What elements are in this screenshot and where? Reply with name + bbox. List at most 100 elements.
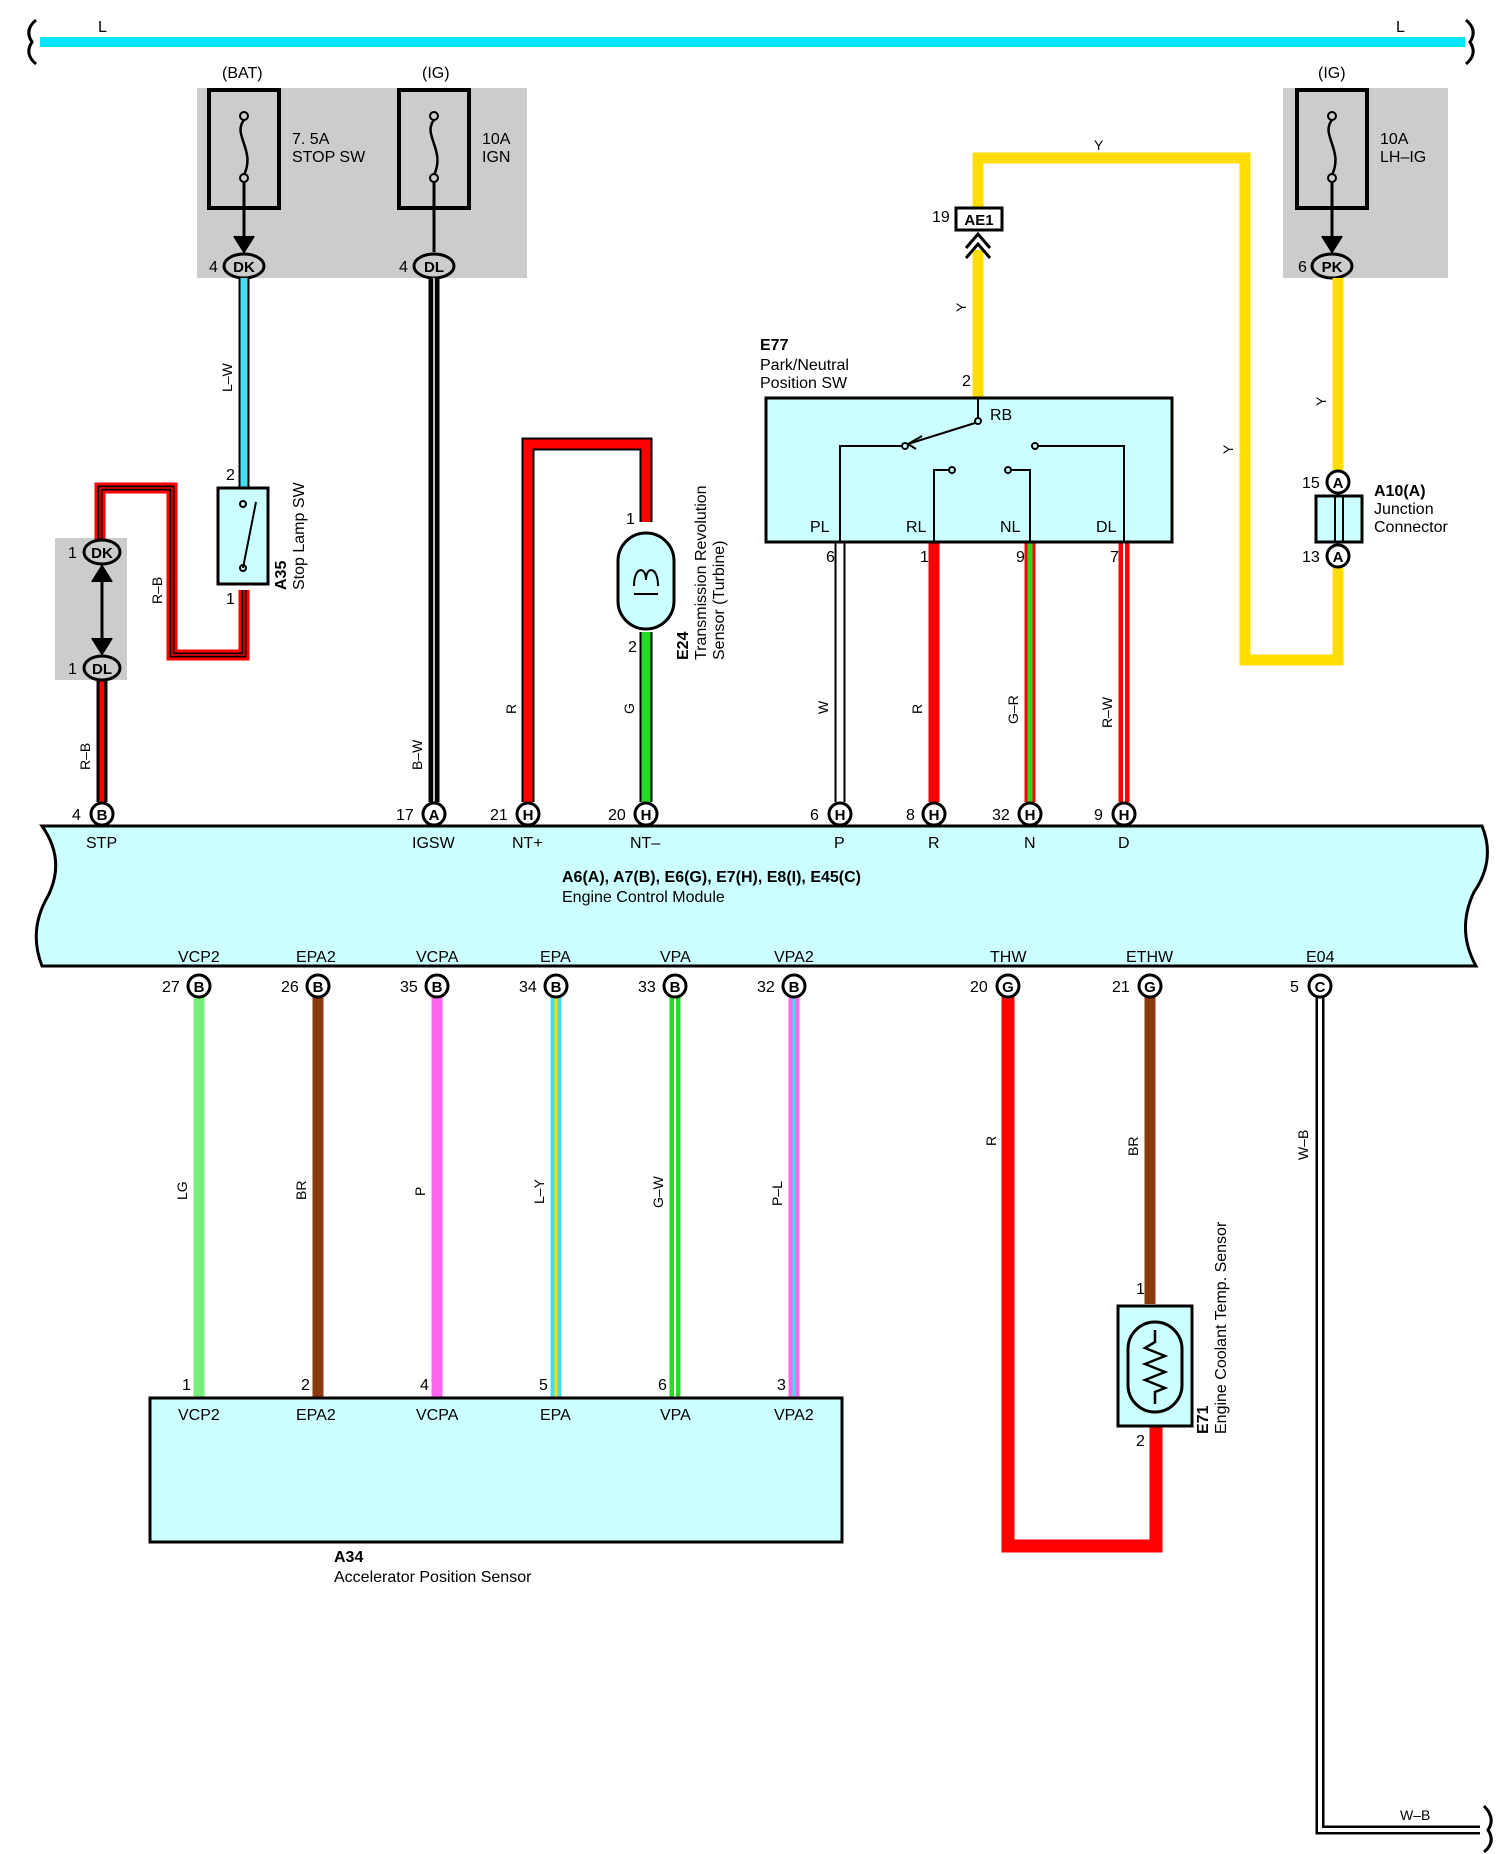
e77-out-label-rl: RL [906, 519, 927, 536]
a34-pin-vpa: 6 [658, 1377, 667, 1394]
e71-name: Engine Coolant Temp. Sensor [1213, 1221, 1230, 1434]
terminal-conn: G [1144, 979, 1156, 996]
fuse-source-label: (IG) [422, 65, 450, 82]
component-ecm: A6(A), A7(B), E6(G), E7(H), E8(I), E45(C… [34, 824, 1489, 968]
terminal-pin: 20 [970, 979, 988, 996]
bus-left-label: L [98, 19, 107, 36]
wire-label: W–B [1295, 1130, 1311, 1160]
terminal-label: NT– [630, 835, 660, 852]
connector-pin: 1 [68, 661, 77, 678]
e71-id: E71 [1195, 1405, 1212, 1434]
wire-label: Y [1094, 137, 1104, 153]
fuse-pin: 4 [209, 259, 218, 276]
fuse-name: IGN [482, 149, 510, 166]
ecm-terminal-vpa2: VPA2 32 B [757, 949, 814, 999]
terminal-label: STP [86, 835, 117, 852]
ecm-terminal-igsw: 17 A IGSW [396, 801, 456, 852]
ecm-terminal-e04: E04 5 C [1290, 949, 1335, 999]
ecm-terminal-r: 8 H R [906, 801, 947, 852]
e77-rb: RB [990, 407, 1012, 424]
connector-label: DK [91, 545, 113, 562]
e77-out-pin-rl: 1 [920, 549, 929, 566]
terminal-conn: B [432, 979, 443, 996]
terminal-label: N [1024, 835, 1036, 852]
terminal-conn: H [1025, 807, 1036, 824]
fuse-rating: 10A [1380, 131, 1409, 148]
ecm-connectors: A6(A), A7(B), E6(G), E7(H), E8(I), E45(C… [562, 869, 861, 886]
wire-rw-d: R–W [1099, 542, 1130, 802]
ecm-terminal-d: 9 H D [1094, 801, 1137, 852]
terminal-label: D [1118, 835, 1130, 852]
wire-g-nt-minus: G [621, 632, 653, 802]
terminal-conn: A [429, 807, 440, 824]
terminal-pin: 26 [281, 979, 299, 996]
ae1-pin: 19 [932, 209, 950, 226]
wire-br-epa2: BR [293, 990, 324, 1398]
terminal-conn: B [313, 979, 324, 996]
e24-name-line1: Transmission Revolution [693, 485, 710, 660]
component-e71-coolant-temp-sensor: 1 2 E71 Engine Coolant Temp. Sensor [1116, 1221, 1230, 1450]
wire-label: R–B [77, 743, 93, 770]
terminal-pin: 17 [396, 807, 414, 824]
terminal-label: VCP2 [178, 949, 220, 966]
fuse-lh-ig: (IG) 10A LH–IG 6 PK [1295, 65, 1426, 280]
terminal-conn: G [1002, 979, 1014, 996]
wire-w-p: W [815, 542, 846, 802]
a34-pin-epa2: 2 [301, 1377, 310, 1394]
terminal-label: P [834, 835, 845, 852]
component-e77-park-neutral-switch: E77 Park/Neutral Position SW 2 RB PL RL … [760, 337, 1174, 566]
terminal-pin: 4 [72, 807, 81, 824]
e77-out-label-pl: PL [810, 519, 830, 536]
terminal-pin: 9 [1094, 807, 1103, 824]
fuse-rating: 10A [482, 131, 511, 148]
a34-id: A34 [334, 1549, 363, 1566]
a34-label-vcpa: VCPA [416, 1407, 459, 1424]
terminal-label: VCPA [416, 949, 459, 966]
terminal-label: NT+ [512, 835, 543, 852]
e77-out-label-dl: DL [1096, 519, 1117, 536]
fuse-connector: DK [233, 259, 255, 276]
a34-pin-vpa2: 3 [777, 1377, 786, 1394]
wire-label: G–R [1005, 695, 1021, 724]
terminal-pin: 20 [608, 807, 626, 824]
fuse-box-left-background [197, 88, 527, 278]
wire-label: R [909, 704, 925, 714]
terminal-conn: H [929, 807, 940, 824]
wire-label: P–L [769, 1181, 785, 1206]
fuse-rating: 7. 5A [292, 131, 330, 148]
terminal-pin: 34 [519, 979, 537, 996]
terminal-label: THW [990, 949, 1027, 966]
wire-pl-vpa2: P–L [769, 990, 800, 1398]
fuse-connector: DL [424, 259, 444, 276]
wire-label: R–B [149, 577, 165, 604]
wire-label: Y [1313, 396, 1329, 406]
a10-pin-label-bottom: A [1333, 549, 1344, 566]
terminal-conn: B [97, 807, 108, 824]
terminal-conn: H [835, 807, 846, 824]
a34-pin-vcp2: 1 [182, 1377, 191, 1394]
e71-pin-top: 1 [1136, 1281, 1145, 1298]
terminal-conn: B [789, 979, 800, 996]
wire-r-nt-plus: R [503, 437, 653, 802]
e77-out-pin-dl: 7 [1110, 549, 1119, 566]
e71-pin-bottom: 2 [1136, 1433, 1145, 1450]
terminal-label: R [928, 835, 940, 852]
terminal-pin: 21 [490, 807, 508, 824]
fuse-pin: 4 [399, 259, 408, 276]
component-e24-revolution-sensor: 1 2 E24 Transmission Revolution Sensor (… [616, 485, 728, 660]
connector-label: DL [92, 661, 112, 678]
wire-rb-ecm: R–B [77, 680, 108, 802]
wire-label: G [621, 703, 637, 714]
wire-lg: LG [174, 990, 205, 1398]
e24-name-line2: Sensor (Turbine) [711, 541, 728, 660]
wire-label: BR [1125, 1137, 1141, 1156]
wire-label: L–Y [531, 1178, 547, 1204]
wire-label: Y [1220, 444, 1236, 454]
a34-name: Accelerator Position Sensor [334, 1569, 532, 1586]
wire-label: W–B [1400, 1807, 1430, 1823]
ecm-name: Engine Control Module [562, 889, 725, 906]
ecm-top-terminals: 4 B STP 17 A IGSW 21 H NT+ 20 H NT– 6 H … [72, 801, 1137, 852]
ecm-terminal-epa: EPA 34 B [519, 949, 571, 999]
wire-label: P [412, 1187, 428, 1196]
a34-label-epa2: EPA2 [296, 1407, 336, 1424]
